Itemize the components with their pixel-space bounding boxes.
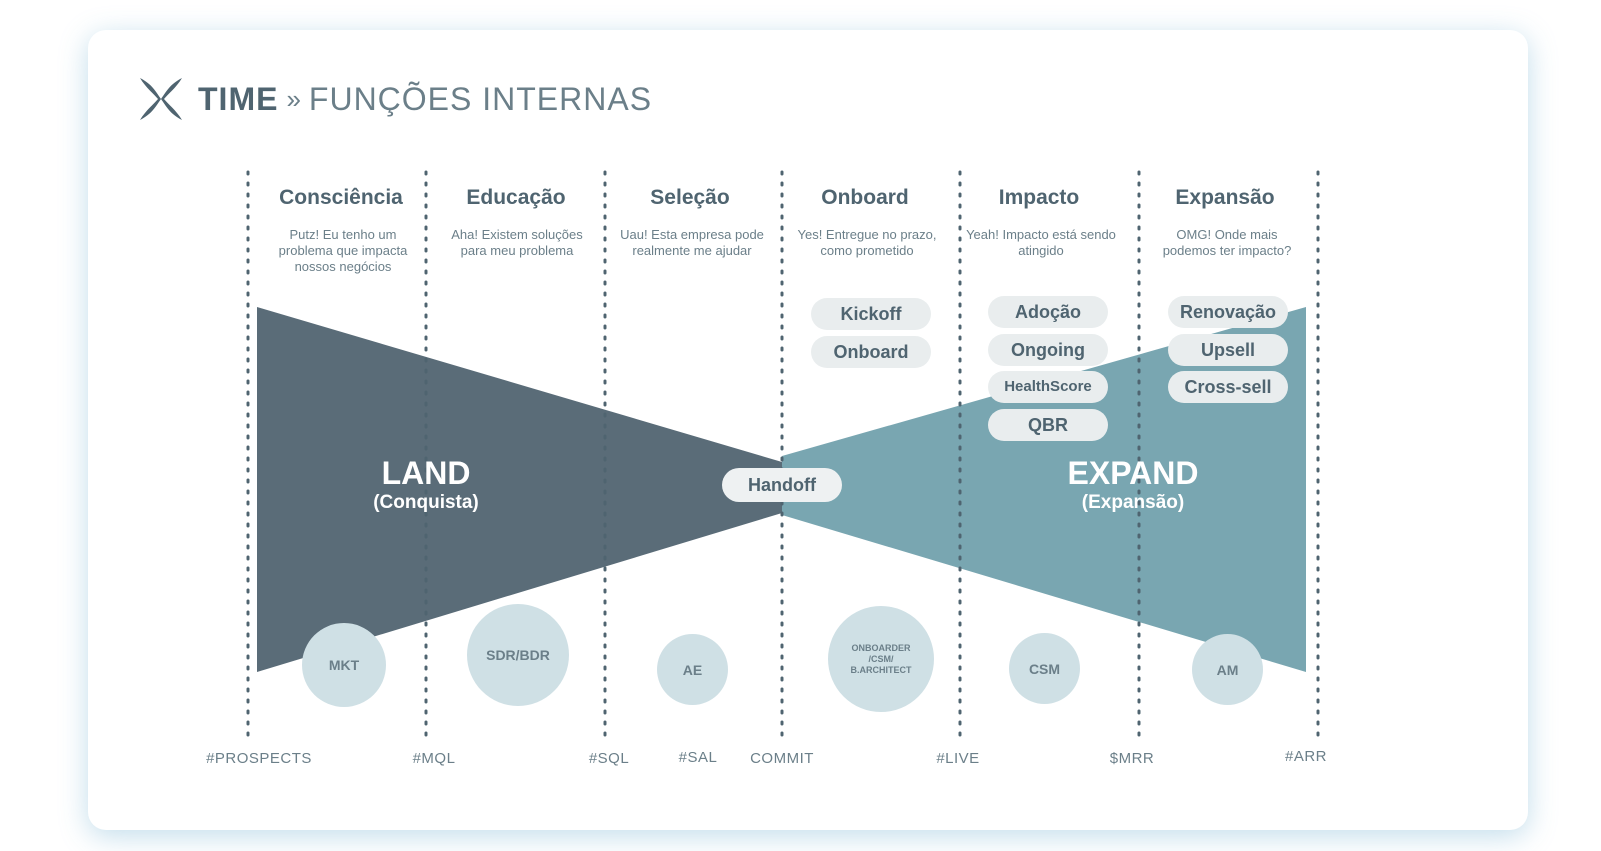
- metric-sql: #SQL: [588, 750, 630, 767]
- stage-desc-impacto: Yeah! Impacto está sendo atingido: [966, 227, 1116, 258]
- pill-adocao: Adoção: [988, 296, 1108, 328]
- stage-title-impacto: Impacto: [998, 186, 1080, 209]
- stage-title-consciencia: Consciência: [279, 186, 403, 209]
- stage-desc-consciencia: Putz! Eu tenho um problema que impacta n…: [278, 227, 408, 274]
- role-mkt: MKT: [302, 623, 386, 707]
- role-ae: AE: [657, 634, 728, 705]
- metric-prospects: #PROSPECTS: [206, 750, 312, 767]
- title-rest: FUNÇÕES INTERNAS: [308, 80, 653, 117]
- stage-dividers: [246, 170, 1320, 740]
- stage-title-selecao: Seleção: [650, 186, 730, 209]
- role-onboarder: ONBOARDER /CSM/ B.ARCHITECT: [828, 606, 934, 712]
- metric-sal: #SAL: [678, 749, 718, 766]
- pill-upsell: Upsell: [1168, 334, 1288, 366]
- role-csm: CSM: [1009, 633, 1080, 704]
- stage-desc-educacao: Aha! Existem soluções para meu problema: [451, 227, 583, 258]
- stage-desc-expansao: OMG! Onde mais podemos ter impacto?: [1162, 227, 1292, 258]
- pill-renovacao: Renovação: [1168, 296, 1288, 328]
- metric-mql: #MQL: [412, 750, 456, 767]
- stage-title-onboard: Onboard: [821, 186, 909, 209]
- pill-qbr: QBR: [988, 409, 1108, 441]
- role-am: AM: [1192, 634, 1263, 705]
- land-shape: [257, 307, 782, 672]
- stage-desc-onboard: Yes! Entregue no prazo, como prometido: [797, 227, 937, 258]
- pill-cross-sell: Cross-sell: [1168, 371, 1288, 403]
- metric-live: #LIVE: [936, 750, 980, 767]
- title-strong: TIME: [198, 80, 279, 117]
- pill-healthscore: HealthScore: [988, 371, 1108, 403]
- pill-onboard: Onboard: [811, 336, 931, 368]
- x-logo-icon: [140, 78, 182, 120]
- role-sdr-bdr: SDR/BDR: [467, 604, 569, 706]
- stage-title-educacao: Educação: [466, 186, 566, 209]
- page-header: TIME » FUNÇÕES INTERNAS: [136, 72, 652, 126]
- expand-label: EXPAND: [1067, 455, 1199, 491]
- expand-sublabel: (Expansão): [1081, 492, 1185, 513]
- stage-title-expansao: Expansão: [1175, 186, 1275, 209]
- title-separator: »: [286, 83, 301, 114]
- stage-desc-selecao: Uau! Esta empresa pode realmente me ajud…: [620, 227, 764, 258]
- metric-commit: COMMIT: [750, 750, 814, 767]
- pill-ongoing: Ongoing: [988, 334, 1108, 366]
- land-sublabel: (Conquista): [373, 492, 479, 513]
- metric-mrr: $MRR: [1109, 750, 1155, 767]
- metric-arr: #ARR: [1284, 748, 1327, 765]
- pill-kickoff: Kickoff: [811, 298, 931, 330]
- land-label: LAND: [381, 455, 471, 491]
- handoff-pill: Handoff: [722, 468, 842, 502]
